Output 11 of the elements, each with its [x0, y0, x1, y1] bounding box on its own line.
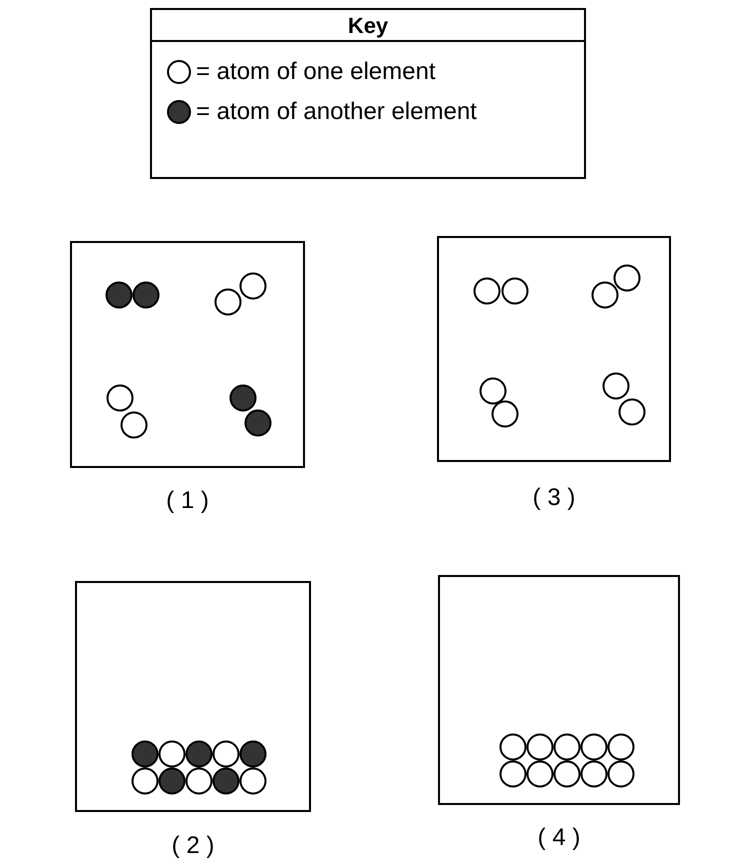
container-box	[438, 575, 680, 805]
option-number: ( 2 )	[172, 831, 214, 861]
legend-text: = atom of one element	[196, 57, 436, 87]
option-number: ( 1 )	[166, 486, 209, 516]
key-title: Key	[348, 12, 388, 40]
container-box	[70, 241, 305, 468]
legend-text: = atom of another element	[196, 97, 477, 127]
container-box	[75, 581, 311, 812]
option-number: ( 4 )	[538, 823, 580, 853]
container-box	[437, 236, 671, 462]
option-number: ( 3 )	[532, 483, 576, 513]
